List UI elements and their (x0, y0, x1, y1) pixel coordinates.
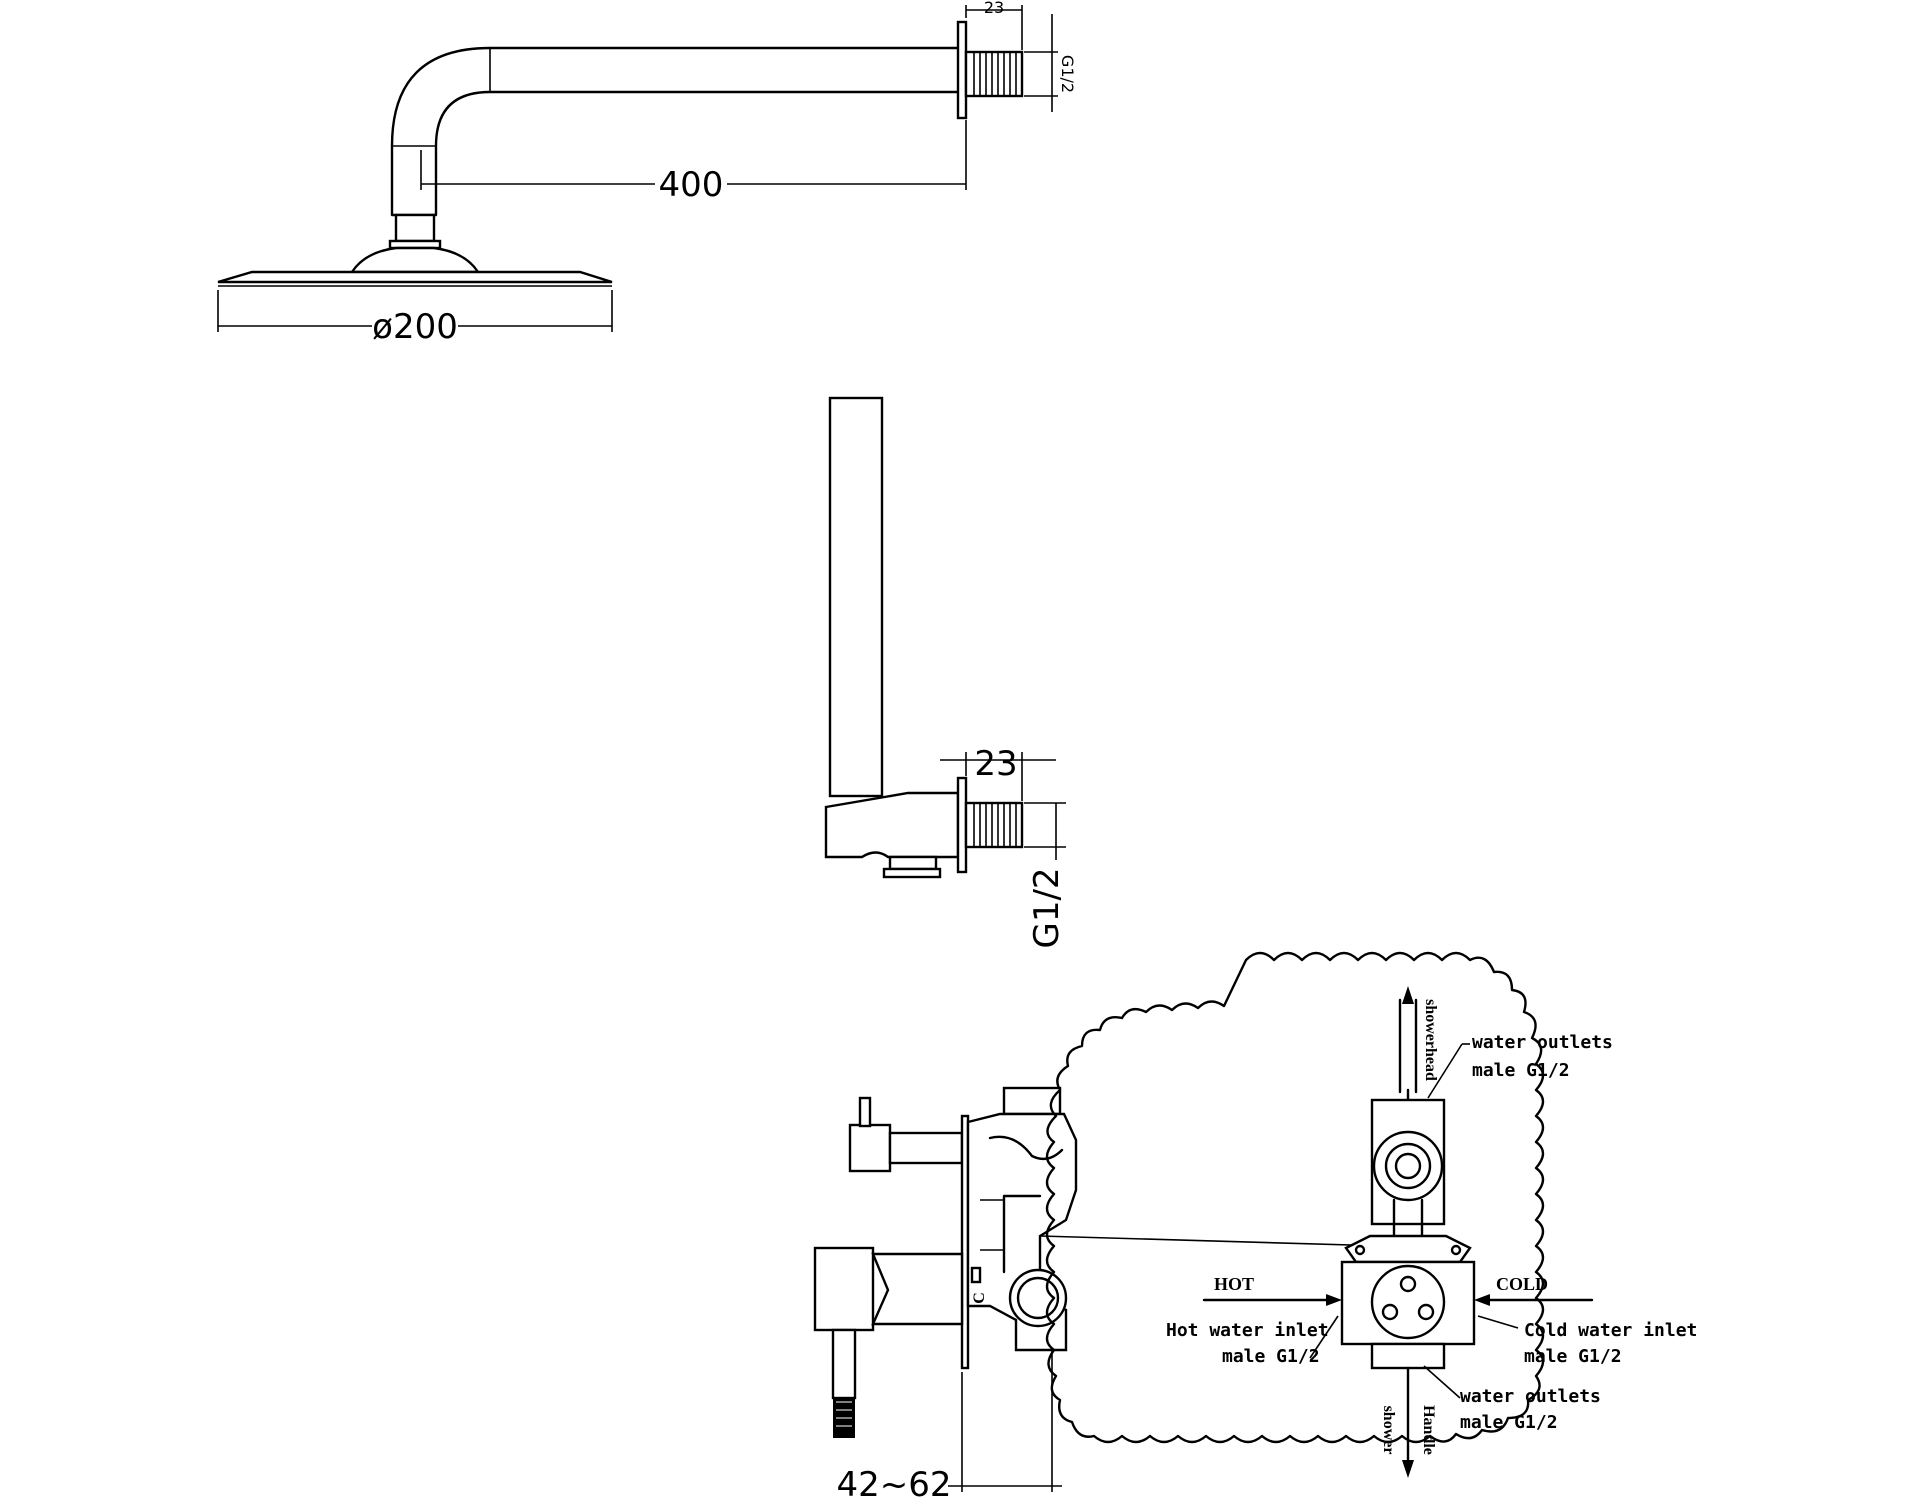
outlet-top-direction: showerhead (1422, 999, 1439, 1081)
handle-knurl (833, 1398, 855, 1438)
dim-thread-top: G1/2 (1058, 55, 1077, 93)
thread-lines (973, 803, 1017, 847)
mixer-side-mark: C (971, 1292, 988, 1304)
outlet-bottom-label-2: male G1/2 (1460, 1412, 1558, 1433)
hot-inlet-label-1: Hot water inlet (1166, 1320, 1329, 1341)
shower-arm-assembly (217, 20, 1024, 287)
dim-thread-bracket: G1/2 (1027, 867, 1067, 948)
cold-inlet-label-2: male G1/2 (1524, 1346, 1622, 1367)
cold-inlet-label-1: Cold water inlet (1524, 1320, 1697, 1341)
dimension-lines-bracket (940, 752, 1066, 860)
outlet-top-label-2: male G1/2 (1472, 1060, 1570, 1081)
detail-bubble (1045, 951, 1594, 1478)
hot-tag: HOT (1214, 1274, 1254, 1294)
dimension-lines-top (217, 5, 1058, 332)
outlet-bottom-label-1: water outlets (1460, 1386, 1601, 1407)
hot-inlet-label-2: male G1/2 (1222, 1346, 1320, 1367)
handle-direction-2: shower (1380, 1406, 1397, 1455)
dim-flange-23-top: 23 (984, 0, 1004, 17)
dim-flange-23-bracket: 23 (974, 744, 1017, 784)
thread-lines (973, 52, 1017, 96)
dim-head-diameter: ø200 (372, 307, 458, 347)
mixer-body (813, 1086, 1078, 1438)
outlet-top-label-1: water outlets (1472, 1032, 1613, 1053)
handshower-bracket (824, 396, 1024, 879)
handle-direction-1: Handle (1420, 1405, 1437, 1455)
cold-tag: COLD (1496, 1274, 1548, 1294)
dim-depth-range: 42~62 (836, 1465, 951, 1500)
dim-arm-length: 400 (659, 165, 724, 205)
